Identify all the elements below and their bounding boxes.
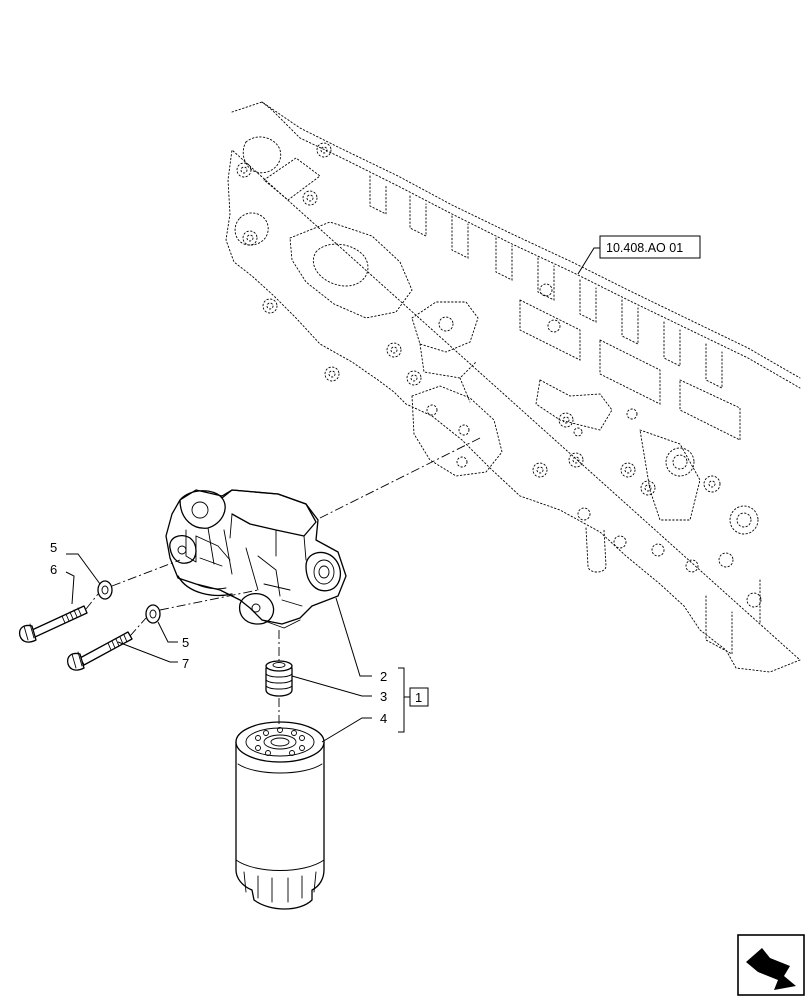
callout-5-lower: 5 — [182, 635, 189, 650]
callout-5-upper: 5 — [50, 540, 57, 555]
leader-lines — [65, 247, 600, 743]
callout-4: 4 — [380, 711, 387, 726]
arrow-navigation-icon[interactable] — [737, 934, 805, 996]
assembly-lines — [85, 437, 481, 730]
engine-block — [225, 101, 801, 673]
reference-box[interactable]: 10.408.AO 01 — [599, 235, 701, 259]
filter-cartridge — [235, 721, 325, 910]
kit-label: 1 — [415, 690, 422, 705]
washer-lower — [145, 604, 161, 624]
reference-label[interactable]: 10.408.AO 01 — [606, 241, 683, 255]
threaded-nipple — [265, 660, 293, 697]
callout-2: 2 — [380, 669, 387, 684]
callout-7: 7 — [182, 656, 189, 671]
callout-labels: 5 6 5 7 2 3 4 — [50, 540, 387, 726]
washer-upper — [97, 580, 113, 600]
filter-head — [165, 489, 347, 629]
callout-3: 3 — [380, 689, 387, 704]
callout-6: 6 — [50, 562, 57, 577]
bolt-long — [18, 605, 88, 643]
kit-box: 1 — [409, 687, 429, 707]
bolt-short — [66, 631, 133, 671]
